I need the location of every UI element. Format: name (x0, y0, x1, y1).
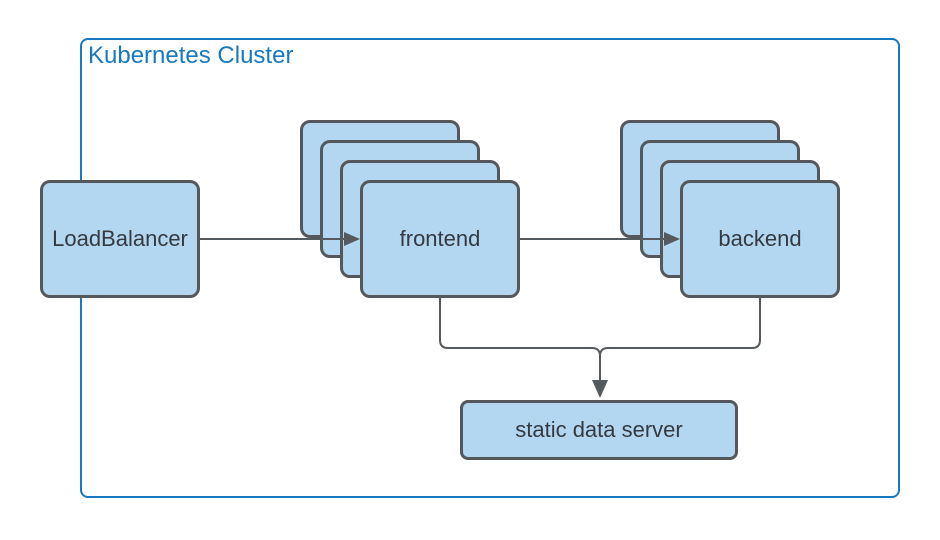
cluster-label: Kubernetes Cluster (88, 42, 294, 69)
backend-label: backend (718, 226, 802, 251)
node-backend[interactable]: backend (680, 180, 840, 298)
static-data-server-label: static data server (515, 417, 683, 442)
node-frontend[interactable]: frontend (360, 180, 520, 298)
node-loadbalancer[interactable]: LoadBalancer (40, 180, 200, 298)
node-static-data-server[interactable]: static data server (460, 400, 738, 460)
frontend-label: frontend (399, 226, 481, 251)
loadbalancer-label: LoadBalancer (52, 226, 188, 251)
